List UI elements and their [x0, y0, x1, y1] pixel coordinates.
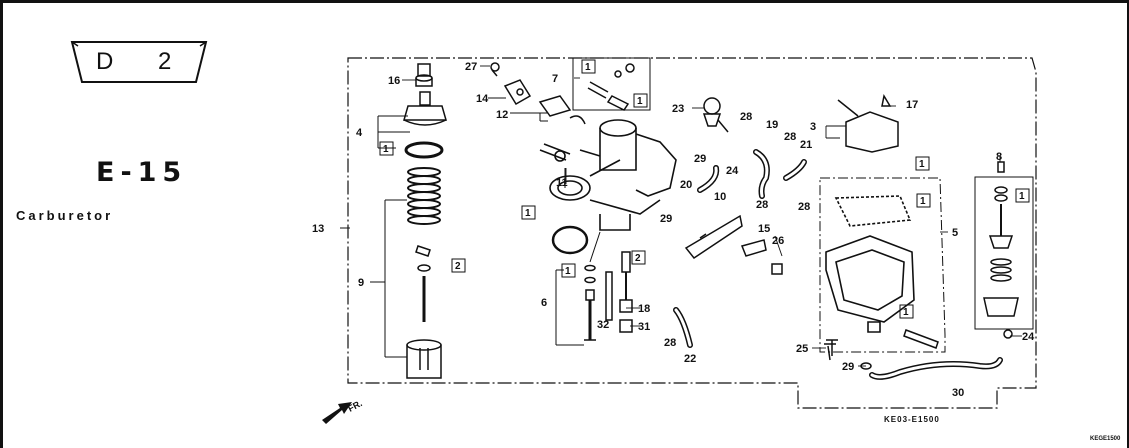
callout-28e: 28 [664, 337, 676, 349]
tag-2-a: 2 [455, 261, 461, 272]
callout-32: 32 [597, 319, 609, 331]
callout-14: 14 [476, 93, 489, 105]
carburetor-body-part [539, 119, 677, 231]
callout-16: 16 [388, 75, 400, 87]
section-number: 2 [158, 48, 174, 75]
callout-30: 30 [952, 387, 964, 399]
boxed-tags [379, 59, 1030, 319]
callout-28: 28 [740, 111, 752, 123]
throttle-stop-screw-part [587, 63, 635, 111]
callout-27: 27 [465, 61, 477, 73]
front-direction-arrow: FR. [322, 398, 364, 424]
tag-1-a: 1 [383, 144, 389, 155]
callout-24b: 24 [1022, 331, 1035, 343]
hose-parts [673, 149, 1003, 380]
callout-3: 3 [810, 121, 816, 133]
assembly-boundary [347, 57, 1037, 409]
callout-18: 18 [638, 303, 650, 315]
tag-1-c: 1 [585, 62, 591, 73]
tag-1-b: 1 [525, 208, 531, 219]
callout-24: 24 [726, 165, 739, 177]
callout-26: 26 [772, 235, 784, 247]
gasket-ring-part [551, 225, 589, 255]
callout-12: 12 [496, 109, 508, 121]
float-valve-part [983, 161, 1019, 339]
frame-border-right [1127, 0, 1129, 448]
callout-11: 11 [556, 177, 568, 189]
spring-part [407, 167, 441, 225]
section-badge [70, 41, 208, 83]
tag-1-g: 1 [920, 196, 926, 207]
callout-28c: 28 [756, 199, 768, 211]
left-brackets [340, 115, 410, 358]
callout-10: 10 [714, 191, 726, 203]
screw-parts [826, 329, 939, 370]
tag-1-d: 1 [637, 96, 643, 107]
throttle-linkage-part [490, 62, 586, 125]
throttle-group-boundary [572, 57, 651, 111]
throttle-valve-part [406, 339, 442, 379]
direction-label: FR. [346, 398, 363, 414]
callout-13: 13 [312, 223, 324, 235]
callout-17: 17 [906, 99, 918, 111]
corner-code: KEGE1500 [1090, 436, 1121, 442]
callout-8: 8 [996, 151, 1002, 163]
frame-border-top [0, 0, 1129, 3]
float-part [837, 99, 899, 153]
frame-border-left [0, 0, 3, 448]
cable-stop-part [403, 91, 447, 126]
jet-needle-part [415, 245, 431, 322]
center-brackets [510, 112, 601, 346]
float-valve-group-boundary [974, 176, 1034, 330]
callout-5: 5 [952, 227, 958, 239]
callout-15: 15 [758, 223, 770, 235]
tag-2-b: 2 [635, 253, 641, 264]
callout-25: 25 [796, 343, 808, 355]
jet-column-part [584, 251, 633, 341]
callout-9: 9 [358, 277, 364, 289]
leader-lines [402, 65, 1022, 367]
callout-31: 31 [638, 321, 650, 333]
callout-23: 23 [672, 103, 684, 115]
callout-29b: 29 [660, 213, 672, 225]
tag-1-e: 1 [565, 266, 571, 277]
tag-1-f: 1 [919, 159, 925, 170]
callout-6: 6 [541, 297, 547, 309]
callout-28b: 28 [784, 131, 796, 143]
boxed-tag-labels: 1 2 1 1 1 1 2 1 1 1 1 [383, 62, 1025, 318]
callout-22: 22 [684, 353, 696, 365]
callout-29c: 29 [842, 361, 854, 373]
o-ring-part [404, 141, 444, 159]
section-letter: D [96, 48, 116, 75]
callout-19: 19 [766, 119, 778, 131]
tag-1-i: 1 [1019, 191, 1025, 202]
diagram-code: KE03-E1500 [884, 415, 940, 424]
callout-20: 20 [680, 179, 692, 191]
callout-7: 7 [552, 73, 558, 85]
callout-4: 4 [356, 127, 363, 139]
callout-29: 29 [694, 153, 706, 165]
section-code: D 2 [70, 44, 210, 84]
hose-inner [674, 150, 1002, 379]
top-cap-part [415, 63, 433, 87]
float-chamber-part [825, 195, 915, 333]
tag-1-h: 1 [903, 307, 909, 318]
callout-numbers: 16 4 9 13 27 14 12 7 11 6 32 18 31 23 29… [312, 61, 1035, 399]
callout-28d: 28 [798, 201, 810, 213]
reference-title: Carburetor [16, 208, 114, 223]
float-chamber-boundary [819, 177, 946, 353]
callout-21: 21 [800, 139, 812, 151]
reference-code: E-15 [96, 157, 188, 188]
